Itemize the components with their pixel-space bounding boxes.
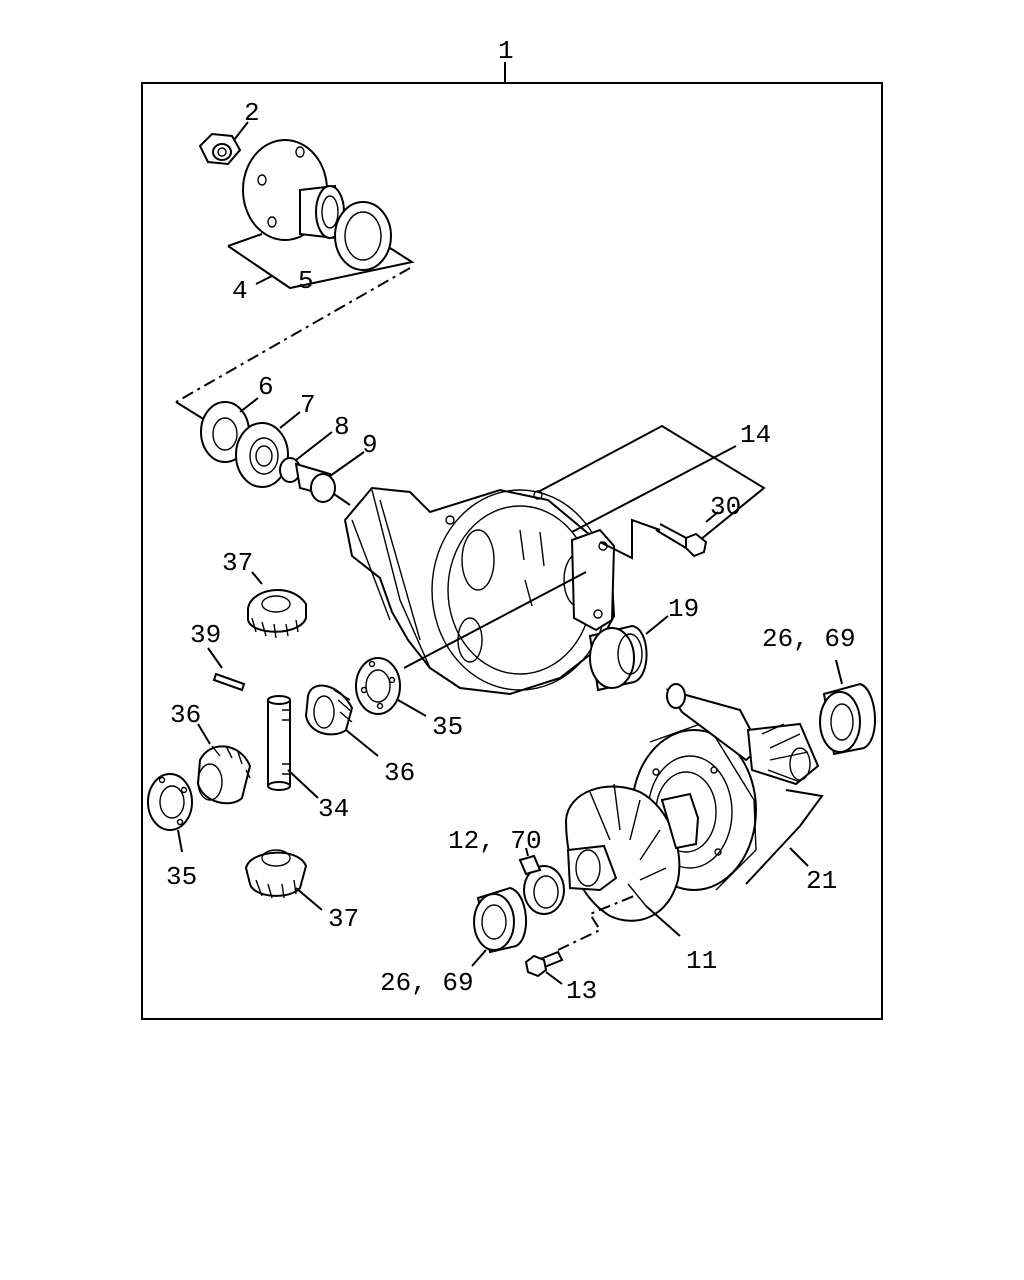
label-2669-bottom: 26, 69 xyxy=(380,968,474,998)
leader-4 xyxy=(255,275,273,285)
part-11-diff-case xyxy=(564,783,700,922)
label-21: 21 xyxy=(806,866,837,896)
label-30: 30 xyxy=(710,492,741,522)
part-2-nut xyxy=(198,132,242,166)
label-2669-right: 26, 69 xyxy=(762,624,856,654)
label-6: 6 xyxy=(258,372,274,402)
part-5-seal xyxy=(334,201,392,271)
label-14: 14 xyxy=(740,420,771,450)
label-34: 34 xyxy=(318,794,349,824)
assembly-line-13 xyxy=(557,895,635,951)
part-35-washer-left xyxy=(147,773,193,831)
label-13: 13 xyxy=(566,976,597,1006)
label-4: 4 xyxy=(232,276,248,306)
label-35-left: 35 xyxy=(166,862,197,892)
part-4-flange xyxy=(242,139,345,241)
label-36-left: 36 xyxy=(170,700,201,730)
assembly-line-1 xyxy=(175,267,411,403)
part-37-gear-bottom xyxy=(244,849,308,899)
label-9: 9 xyxy=(362,430,378,460)
part-7-bearing xyxy=(235,422,289,488)
part-19-bearing xyxy=(588,624,648,692)
diagram-frame xyxy=(141,82,883,1020)
part-21-drive-pinion xyxy=(665,683,820,786)
label-36-middle: 36 xyxy=(384,758,415,788)
label-11: 11 xyxy=(686,946,717,976)
bracket-4-5 xyxy=(227,245,415,290)
part-14-carrier-housing xyxy=(343,486,616,696)
part-30-bolt xyxy=(655,523,708,558)
part-34-shaft xyxy=(267,695,291,791)
part-36-pinion-left xyxy=(196,745,252,805)
part-36-pinion-middle xyxy=(304,684,354,736)
part-39-pin xyxy=(212,672,246,692)
part-9-spacer xyxy=(294,462,336,503)
part-37-gear-top xyxy=(247,588,307,639)
label-5: 5 xyxy=(298,266,314,296)
part-2669-bearing-right xyxy=(819,682,876,756)
label-2: 2 xyxy=(244,98,260,128)
part-13-bolt xyxy=(524,950,564,978)
label-37-top: 37 xyxy=(222,548,253,578)
label-1270: 12, 70 xyxy=(448,826,542,856)
part-1270-shim xyxy=(518,854,565,915)
label-8: 8 xyxy=(334,412,350,442)
leader-2 xyxy=(233,121,249,141)
bracket-21 xyxy=(745,789,824,885)
label-7: 7 xyxy=(300,390,316,420)
part-2669-bearing-bottom xyxy=(473,886,527,954)
label-35-middle: 35 xyxy=(432,712,463,742)
part-35-washer-middle xyxy=(355,657,401,715)
label-37-bottom: 37 xyxy=(328,904,359,934)
label-39: 39 xyxy=(190,620,221,650)
leader-14 xyxy=(571,445,737,533)
label-1: 1 xyxy=(498,36,514,66)
bracket-30 xyxy=(599,518,661,560)
label-19: 19 xyxy=(668,594,699,624)
